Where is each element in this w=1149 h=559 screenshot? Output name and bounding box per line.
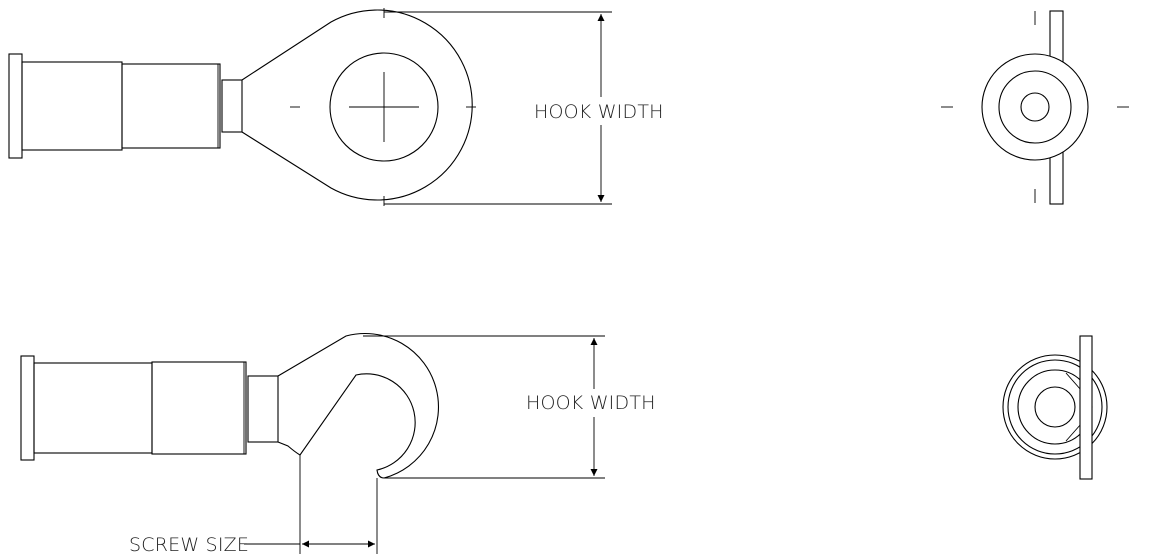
hook-end-outer-circle-2 <box>1007 359 1103 455</box>
ring-terminal-end-view <box>941 10 1129 205</box>
ring-end-inner-circle <box>1020 92 1050 122</box>
hook-terminal-end-view <box>1002 335 1108 480</box>
hook-end-tongue-edge <box>1079 335 1093 480</box>
ring-terminal-hole <box>329 52 439 162</box>
ring-terminal-flange <box>8 53 23 159</box>
hook-terminal-flange <box>20 355 35 461</box>
hook-end-outer-circle <box>1002 354 1108 460</box>
open-hook-width-label: HOOK WIDTH <box>526 392 656 414</box>
ring-end-middle-circle <box>998 70 1072 144</box>
ring-terminal-sleeve <box>21 61 123 151</box>
ring-terminal-barrel <box>121 63 221 149</box>
hook-terminal-sleeve <box>33 362 153 454</box>
hook-terminal-side-view: HOOK WIDTH SCREW SIZE <box>20 332 666 556</box>
ring-hook-width-label: HOOK WIDTH <box>534 101 664 123</box>
screw-size-label: SCREW SIZE <box>129 534 249 556</box>
ring-end-outer-circle <box>981 53 1089 161</box>
hook-terminal-crimp <box>247 375 279 443</box>
ring-terminal-crimp <box>221 79 243 133</box>
hook-terminal-hook <box>277 332 440 479</box>
hook-terminal-barrel <box>151 361 247 455</box>
ring-terminal-side-view: HOOK WIDTH <box>8 8 670 206</box>
hook-end-inner-circle <box>1034 386 1076 428</box>
